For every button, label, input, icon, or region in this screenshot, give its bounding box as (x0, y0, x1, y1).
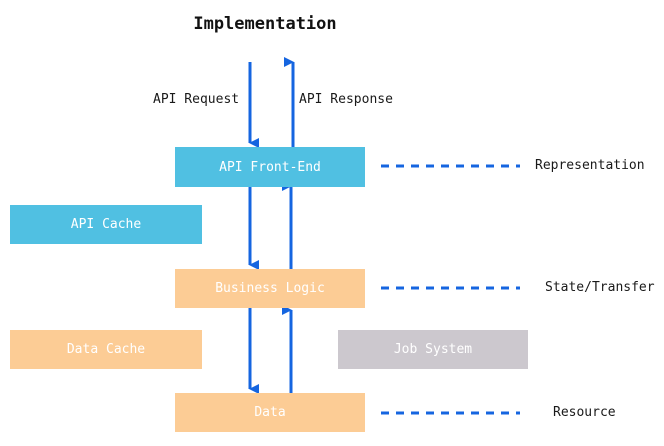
edge-label-api-request: API Request (153, 92, 240, 107)
node-business-logic[interactable]: Business Logic (175, 269, 365, 308)
node-job-system[interactable]: Job System (338, 330, 528, 369)
edge-label-api-response: API Response (299, 92, 393, 107)
layer-label-resource: Resource (553, 405, 616, 420)
layer-label-state-transfer: State/Transfer (545, 280, 655, 295)
node-data-cache[interactable]: Data Cache (10, 330, 202, 369)
node-api-front-end[interactable]: API Front-End (175, 147, 365, 187)
node-api-cache[interactable]: API Cache (10, 205, 202, 244)
node-data[interactable]: Data (175, 393, 365, 432)
page-title: Implementation (193, 14, 337, 34)
layer-label-representation: Representation (535, 158, 645, 173)
